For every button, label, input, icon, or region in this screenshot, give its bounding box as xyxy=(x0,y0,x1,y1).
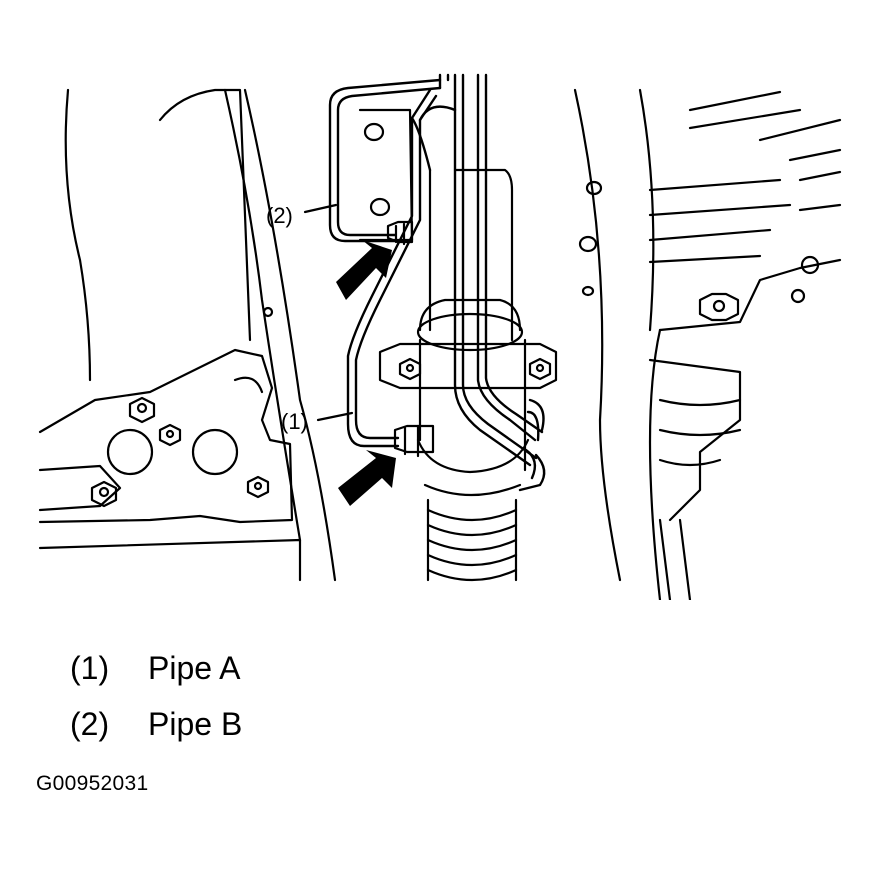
bracket-hole xyxy=(363,122,385,142)
crossmember-bracket xyxy=(38,348,302,582)
pipe-a xyxy=(346,88,438,448)
callout-leader-1 xyxy=(316,411,354,422)
arrow-icon xyxy=(338,450,396,506)
legend-label: Pipe A xyxy=(148,650,241,686)
arrow-icon xyxy=(336,240,392,300)
gearbox-clamp xyxy=(378,342,558,390)
pipe-bracket-plate xyxy=(358,108,414,242)
legend-item-pipe-a: (1) Pipe A xyxy=(70,650,242,706)
callout-1: (1) xyxy=(281,409,308,434)
callout-2: (2) xyxy=(266,203,293,228)
legend-label: Pipe B xyxy=(148,706,243,742)
steering-gearbox-pipe-illustration: (2) (1) xyxy=(38,73,842,600)
pipe-bundle xyxy=(410,73,546,492)
gearbox-body xyxy=(416,168,530,474)
body-panels-right xyxy=(573,88,842,600)
legend-number: (2) xyxy=(70,706,110,742)
bracket-bolts xyxy=(90,396,270,508)
legend-item-pipe-b: (2) Pipe B xyxy=(70,706,242,762)
gearbox-boot xyxy=(423,483,522,582)
figure-id: G00952031 xyxy=(36,772,149,795)
legend: (1) Pipe A (2) Pipe B xyxy=(70,650,242,762)
legend-number: (1) xyxy=(70,650,110,686)
body-panels-left xyxy=(64,88,337,582)
bracket-hole xyxy=(369,197,391,217)
pipe-b xyxy=(328,73,450,243)
callout-leader-2 xyxy=(303,203,338,214)
pipe-a-fitting xyxy=(393,424,435,458)
